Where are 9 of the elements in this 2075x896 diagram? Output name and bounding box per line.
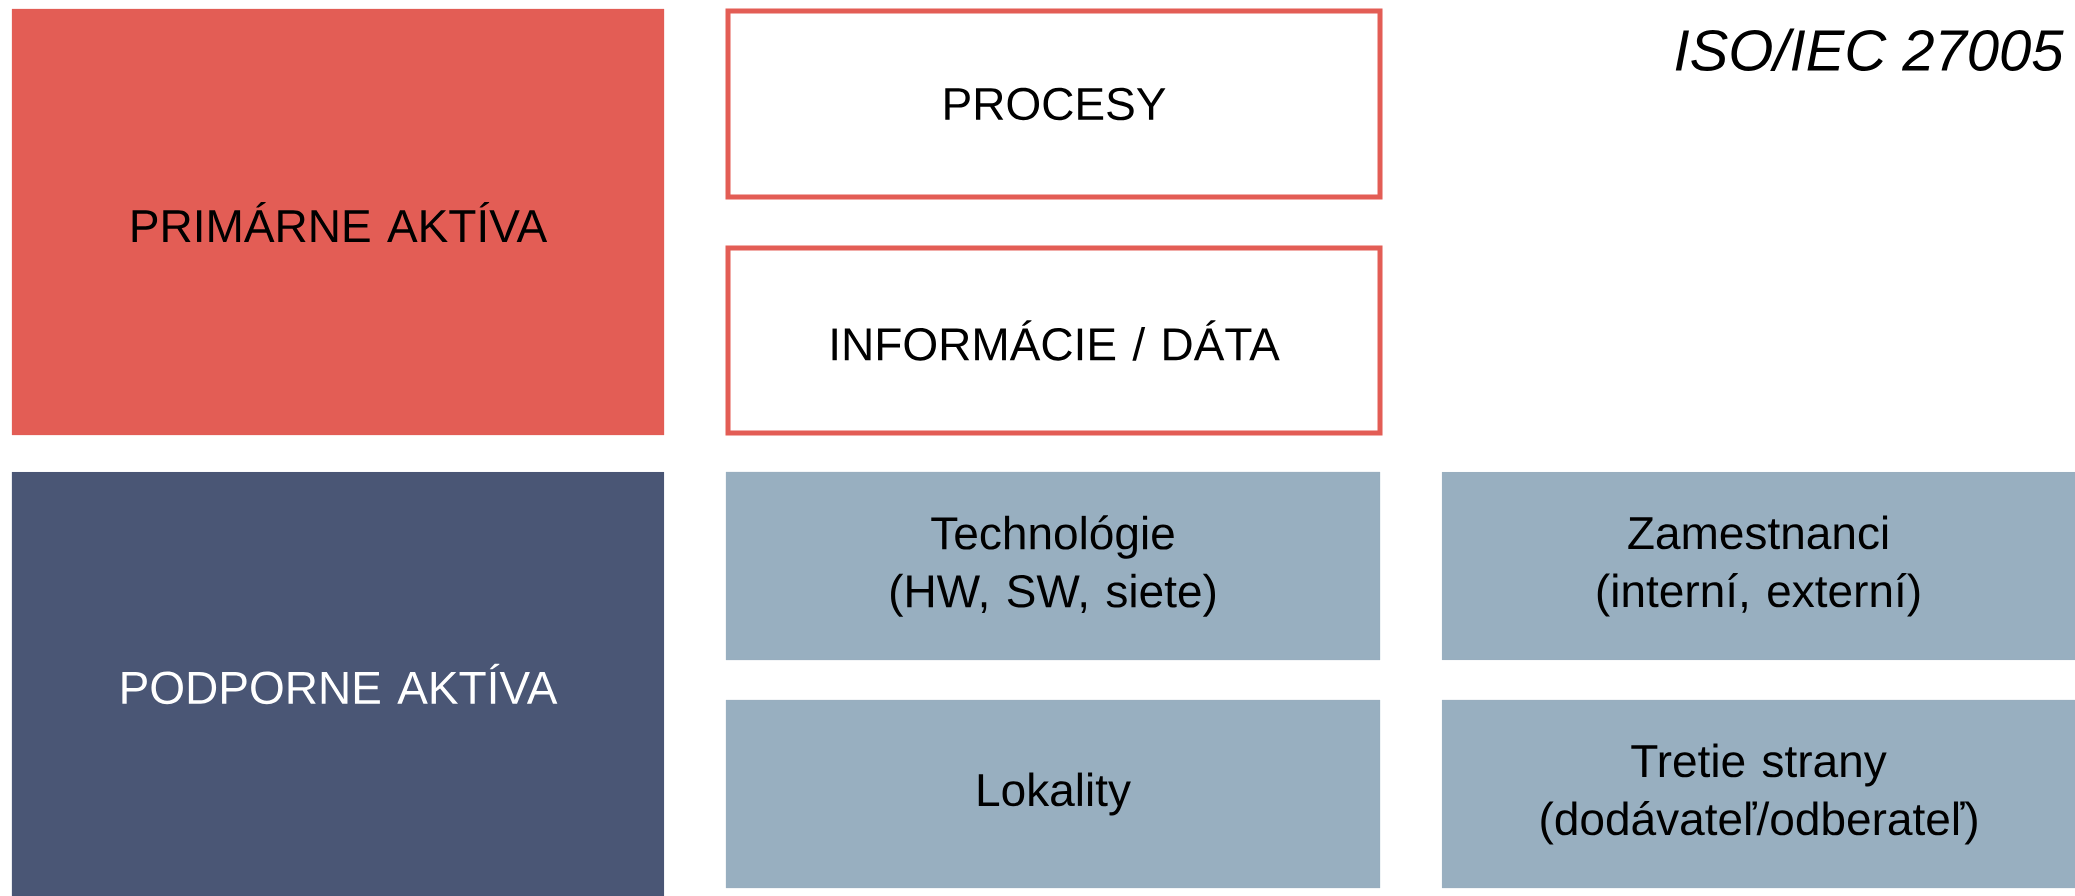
asset-box: Lokality — [725, 699, 1381, 889]
standard-title: ISO/IEC 27005 — [1675, 28, 2064, 71]
asset-box: Technológie (HW, SW, siete) — [725, 471, 1381, 661]
category-box: PRIMÁRNE AKTÍVA — [11, 8, 665, 436]
asset-box: PROCESY — [725, 8, 1383, 200]
asset-box: Tretie strany (dodávateľ/odberateľ) — [1441, 699, 2075, 889]
category-box: PODPORNE AKTÍVA — [11, 471, 665, 896]
asset-box: INFORMÁCIE / DÁTA — [725, 245, 1383, 436]
asset-box: Zamestnanci (interní, externí) — [1441, 471, 2075, 661]
